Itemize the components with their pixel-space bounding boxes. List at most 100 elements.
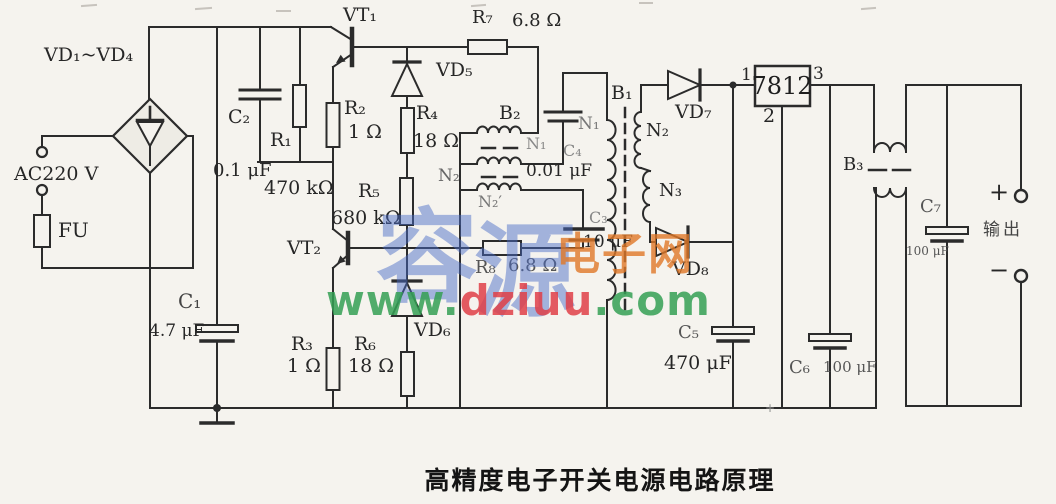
watermark-brand-suffix: 电子网 — [556, 229, 694, 280]
transistor-vt2-label: VT₂ — [287, 237, 322, 259]
winding-b2-n2p-label: N₂′ — [478, 192, 503, 211]
resistor-r1-symbol — [292, 26, 307, 163]
diode-vd6-label: VD₆ — [414, 319, 451, 341]
diode-vd5-symbol — [390, 46, 424, 109]
resistor-r5-value: 680 kΩ — [331, 207, 401, 229]
capacitor-c1-label: C₁ — [178, 289, 202, 313]
resistor-r2-value: 1 Ω — [348, 121, 382, 143]
watermark-url: www.dziuu.com — [326, 276, 711, 325]
diode-vd8-symbol — [655, 225, 734, 259]
vt2-emitter-arrow — [337, 255, 346, 264]
transformer-b2-label: B₂ — [499, 102, 521, 124]
resistor-r7-symbol — [467, 39, 539, 134]
resistor-r7-value: 6.8 Ω — [512, 10, 562, 31]
capacitor-c4-label: C₄ — [563, 141, 582, 160]
resistor-r6-symbol — [400, 351, 415, 409]
ground-symbol — [199, 407, 235, 425]
bridge-rectifier-label: VD₁~VD₄ — [44, 44, 134, 66]
diode-vd5-label: VD₅ — [436, 59, 473, 81]
resistor-r1-label: R₁ — [270, 129, 292, 151]
capacitor-c2-value: 0.1 μF — [213, 160, 272, 181]
capacitor-c4-value: 0.01 μF — [526, 161, 593, 181]
capacitor-c6-symbol — [808, 84, 852, 409]
regulator-pin1-label: 1 — [741, 65, 752, 85]
resistor-r3-symbol — [325, 267, 341, 409]
bridge-rectifier-symbol — [111, 26, 189, 409]
diode-vd7-label: VD₇ — [675, 101, 712, 123]
resistor-r7-label: R₇ — [472, 7, 493, 28]
resistor-r3-label: R₃ — [291, 333, 313, 355]
regulator-part-number: 7812 — [751, 72, 812, 100]
capacitor-c1-symbol — [195, 26, 239, 412]
capacitor-c2-label: C₂ — [228, 106, 251, 128]
b3-top-coil — [872, 142, 908, 154]
resistor-r3-value: 1 Ω — [287, 355, 321, 377]
fuse-symbol — [33, 135, 194, 269]
diode-vd8-label: VD₈ — [672, 258, 709, 280]
capacitor-c4-symbol — [543, 72, 608, 165]
resistor-r4-symbol — [400, 107, 415, 179]
winding-b2-n1-label: N₁ — [526, 134, 547, 153]
circuit-title: 高精度电子开关电源电路原理 — [424, 466, 776, 495]
resistor-r4-value: 18 Ω — [413, 130, 459, 152]
b3-bottom-coil — [872, 186, 908, 198]
ac-source-label: AC220 V — [14, 163, 99, 185]
b1-n2-coil — [633, 110, 643, 170]
output-label: 输出 — [983, 220, 1023, 240]
watermark-url-tld: .com — [593, 276, 711, 325]
capacitor-c3-symbol — [563, 189, 605, 249]
watermark-url-name: dziuu — [459, 276, 594, 325]
capacitor-c7-symbol — [925, 84, 969, 407]
capacitor-c5-symbol — [711, 81, 755, 409]
capacitor-c5-value: 470 μF — [664, 352, 732, 374]
resistor-r8-symbol — [482, 240, 584, 256]
vt1-emitter-arrow — [336, 54, 346, 63]
capacitor-c6-value: 100 μF — [823, 358, 877, 376]
output-terminals-symbol — [1013, 84, 1029, 407]
diode-vd7-symbol — [667, 68, 756, 102]
resistor-r4-label: R₄ — [416, 102, 438, 124]
winding-b1-n1-label: N₁ — [578, 114, 600, 134]
output-minus-label: − — [989, 256, 1010, 284]
transistor-vt1-label: VT₁ — [343, 4, 378, 26]
regulator-pin2-label: 2 — [763, 105, 776, 127]
output-plus-terminal — [1013, 188, 1029, 204]
transformer-b1-symbol — [605, 72, 669, 409]
capacitor-c3-label: C₃ — [589, 208, 608, 227]
capacitor-c2-symbol — [238, 26, 282, 163]
transformer-b2-symbol — [459, 125, 584, 409]
transistor-vt1-symbol — [329, 25, 469, 69]
fuse-label: FU — [58, 218, 89, 242]
watermark-brand-char1: 容 — [376, 199, 478, 318]
capacitor-c1-value: 4.7 μF — [149, 321, 205, 341]
capacitor-c7-value: 100 μF — [906, 244, 949, 258]
transformer-b1-label: B₁ — [611, 82, 633, 104]
scan-smudges — [80, 2, 877, 12]
regulator-pin3-label: 3 — [813, 64, 824, 84]
capacitor-c5-label: C₅ — [678, 322, 699, 343]
resistor-r5-symbol — [399, 177, 414, 249]
b1-n3-coil — [642, 169, 652, 224]
ac-source-symbol — [35, 135, 114, 216]
transformer-b3-symbol — [867, 84, 1022, 409]
capacitor-c7-label: C₇ — [920, 196, 941, 217]
output-minus-terminal — [1013, 268, 1029, 284]
b1-primary-coil — [605, 118, 617, 302]
regulator-symbol — [753, 64, 875, 409]
resistor-r6-value: 18 Ω — [348, 355, 394, 377]
output-plus-label: + — [989, 178, 1010, 206]
resistor-r8-label: R₈ — [475, 257, 496, 278]
capacitor-c3-value: 10 μF — [583, 232, 633, 252]
watermark-brand-char2: 源 — [474, 213, 576, 332]
capacitor-c6-label: C₆ — [789, 357, 810, 378]
watermark-url-prefix: www. — [326, 276, 460, 325]
resistor-r6-label: R₆ — [354, 333, 376, 355]
transformer-b3-label: B₃ — [843, 154, 864, 175]
resistor-r2-symbol — [325, 66, 341, 230]
resistor-r8-value: 6.8 Ω — [508, 255, 558, 276]
winding-b1-n3-label: N₃ — [659, 180, 682, 201]
watermark-brand: 容源 — [376, 176, 576, 332]
resistor-r5-label: R₅ — [358, 180, 380, 202]
